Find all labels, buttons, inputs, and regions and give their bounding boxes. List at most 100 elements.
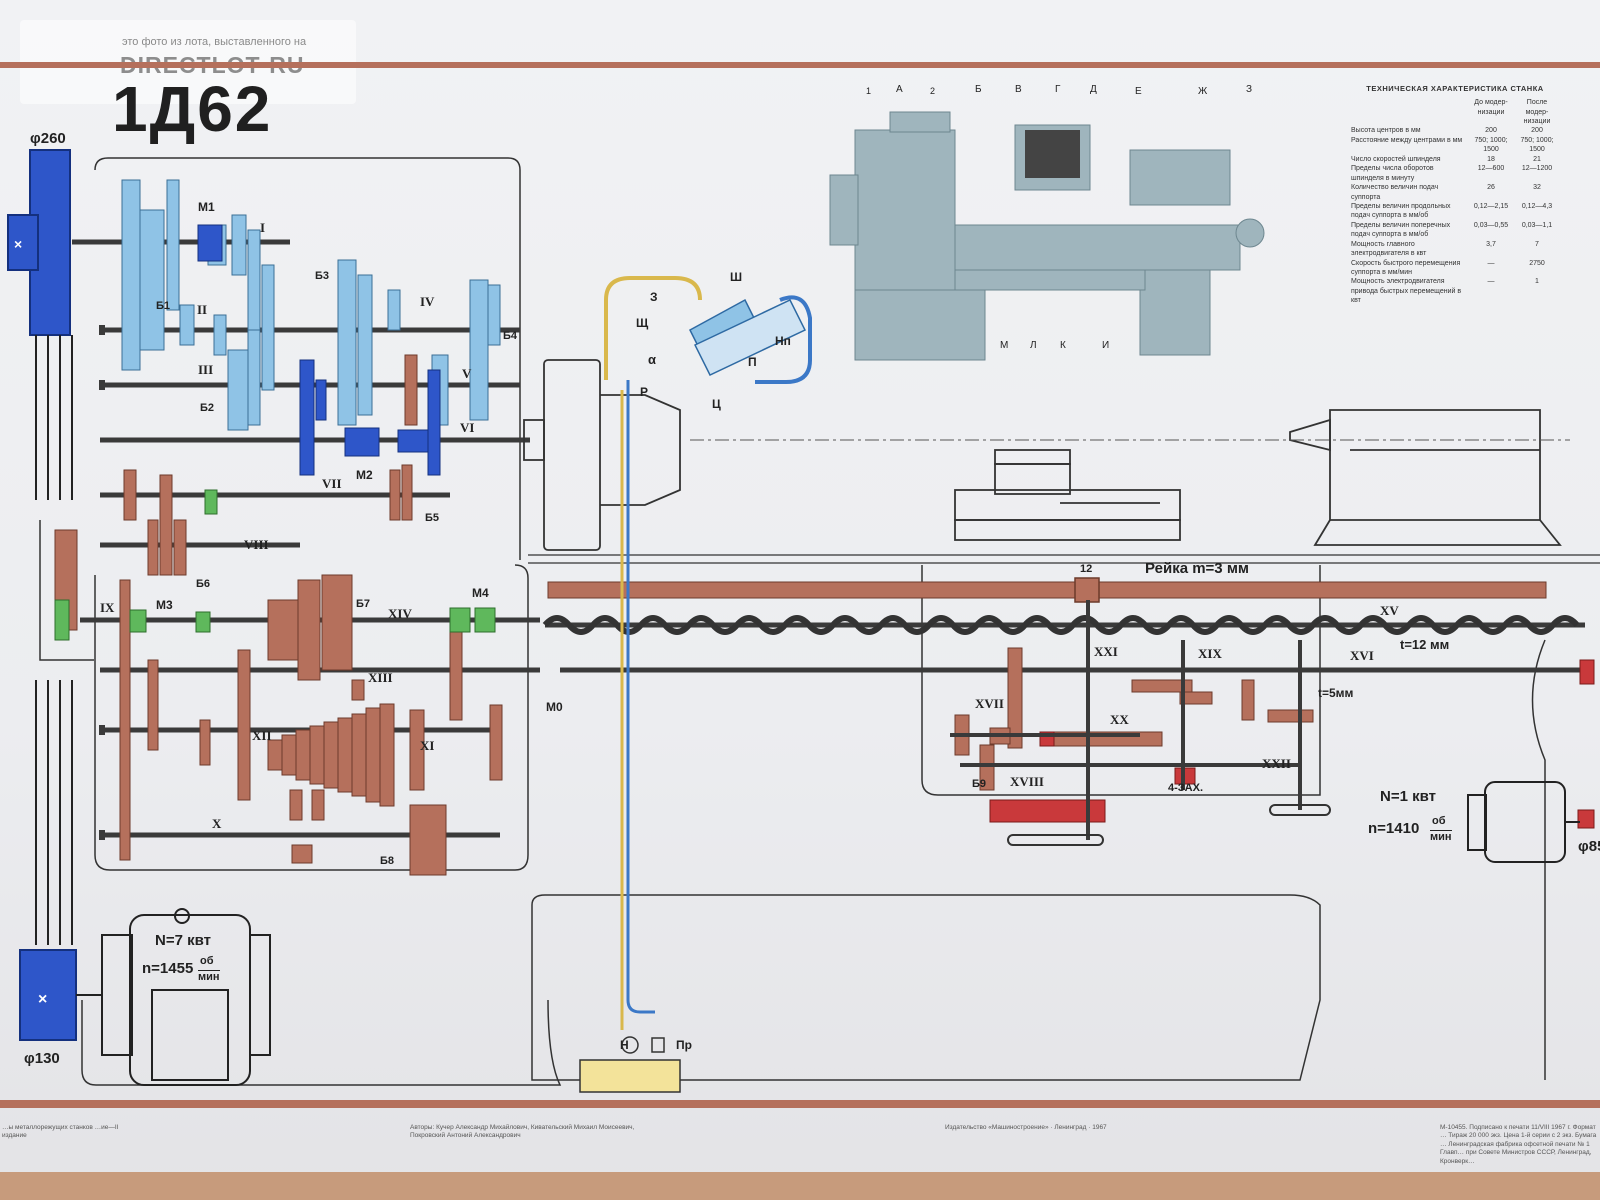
pulley-top-diameter: φ260	[30, 130, 66, 147]
machine-letter-k: К	[1060, 340, 1066, 351]
block-b6: Б6	[196, 578, 211, 590]
main-motor-power: N=7 квт	[155, 932, 211, 949]
shaft-x: X	[212, 816, 222, 831]
shaft-iii: III	[198, 362, 214, 377]
rack-pinion	[1074, 577, 1100, 603]
top-rule	[0, 62, 1600, 68]
machine-letter-m: М	[1000, 340, 1009, 351]
page-title: 1Д62	[112, 73, 273, 145]
tech-row: Пределы числа оборотов шпинделя в минуту…	[1351, 165, 1553, 182]
shaft-xvii: XVII	[975, 696, 1004, 711]
shaft-xxii: XXII	[1262, 756, 1291, 771]
shaft-iv: IV	[420, 294, 435, 309]
hyd-label-np: Нп	[775, 334, 791, 348]
rack-bar	[547, 581, 1547, 599]
pulley-right-diameter: φ85	[1578, 838, 1600, 855]
shaft-xi: XI	[420, 738, 435, 753]
shaft-ix: IX	[100, 600, 115, 615]
coupling-m0: М0	[546, 700, 563, 714]
footer-publisher: Издательство «Машиностроение» · Ленингра…	[945, 1124, 1107, 1131]
coupling-m4: М4	[472, 586, 489, 600]
hyd-label-ts: Ц	[712, 397, 721, 411]
rack-label: Рейка m=3 мм	[1145, 560, 1250, 577]
machine-letter-v: В	[1015, 84, 1022, 95]
leadscrew-pitch: t=12 мм	[1400, 637, 1450, 652]
tech-table: До модер-низации После модер-низации Выс…	[1350, 98, 1560, 306]
pulley-bottom-mark: ×	[38, 991, 47, 1008]
feedbox-outline	[94, 564, 529, 871]
feed-motor-unit-bottom: мин	[1430, 830, 1452, 843]
machine-letter-g: Г	[1055, 84, 1061, 95]
machine-letter-b: Б	[975, 84, 982, 95]
coupling-m1: М1	[198, 200, 215, 214]
bed-ways	[528, 554, 1600, 564]
belt-lines	[35, 335, 73, 945]
headstock-outline	[94, 157, 521, 560]
hyd-label-z: З	[650, 290, 658, 304]
shaft-v: V	[462, 366, 472, 381]
block-b7: Б7	[356, 598, 371, 610]
tech-row: Мощность главного электродвигателя в квт…	[1351, 240, 1539, 258]
coupling-m3: М3	[156, 598, 173, 612]
shaft-xix: XIX	[1198, 646, 1222, 661]
tech-heading: ТЕХНИЧЕСКАЯ ХАРАКТЕРИСТИКА СТАНКА	[1366, 84, 1544, 93]
pulley-top-mark: ×	[14, 236, 22, 252]
apron-outline	[921, 565, 1321, 796]
gear-cone	[267, 703, 395, 807]
pump-valve	[621, 1036, 665, 1054]
pump-label: Н	[620, 1038, 629, 1052]
shaft-i: I	[260, 220, 266, 235]
bottom-rule	[0, 1100, 1600, 1108]
hyd-label-p: П	[748, 355, 757, 369]
shaft-xiii: XIII	[368, 670, 393, 685]
wood-background	[0, 1172, 1600, 1200]
machine-letter-d: Д	[1090, 84, 1097, 95]
main-motor-unit-top: об	[200, 955, 214, 967]
machine-letter-z: З	[1246, 84, 1253, 95]
chuck	[523, 359, 681, 551]
lathe-screen	[1025, 130, 1080, 178]
apron-shafts	[950, 600, 1302, 840]
tech-row: Пределы величин поперечных подач суппорт…	[1351, 221, 1553, 239]
shaft-xviii: XVIII	[1010, 774, 1044, 789]
valve-label: Пр	[676, 1038, 692, 1052]
shaft-xiv: XIV	[388, 606, 412, 621]
main-motor-unit-bottom: мин	[198, 970, 220, 983]
shaft-xv: XV	[1380, 603, 1399, 618]
gears-green	[54, 489, 496, 641]
machine-letter-zh: Ж	[1198, 86, 1208, 97]
footer-right: М-10455. Подписано к печати 11/VIII 1967…	[1440, 1124, 1597, 1165]
footer-left: …ы металлорежущих станков …ие—II издание	[2, 1124, 119, 1140]
main-motor	[76, 908, 271, 1086]
main-motor-speed: n=1455	[142, 960, 194, 977]
hyd-label-alpha: α	[648, 352, 656, 367]
machine-letter-2: 2	[930, 86, 936, 96]
coupling-m2: М2	[356, 468, 373, 482]
gears-brown	[54, 354, 503, 876]
oil-line-yellow	[604, 276, 702, 380]
tech-row: Скорость быстрого перемещения суппорта в…	[1351, 259, 1545, 276]
block-b1: Б1	[156, 300, 171, 312]
apron-gears	[954, 647, 1314, 791]
worm-pitch: t=5мм	[1318, 686, 1354, 700]
tech-col2: После модер-низации	[1523, 99, 1551, 125]
hydraulic-unit	[689, 298, 807, 376]
shaft-xxi: XXI	[1094, 644, 1118, 659]
pulley-bottom	[19, 949, 77, 1041]
shaft-vi: VI	[460, 420, 475, 435]
guitar-outline	[39, 520, 94, 661]
shaft-viii: VIII	[244, 537, 269, 552]
handwheels	[1007, 804, 1331, 846]
footer-authors: Авторы: Кучер Александр Михайлович, Кива…	[410, 1124, 635, 1140]
hyd-label-sch: Щ	[636, 316, 649, 330]
block-b2: Б2	[200, 402, 215, 414]
hyd-label-sh: Ш	[730, 270, 743, 284]
bed-left	[81, 999, 562, 1086]
tailstock	[1289, 409, 1562, 546]
bed-right	[1531, 639, 1546, 1080]
